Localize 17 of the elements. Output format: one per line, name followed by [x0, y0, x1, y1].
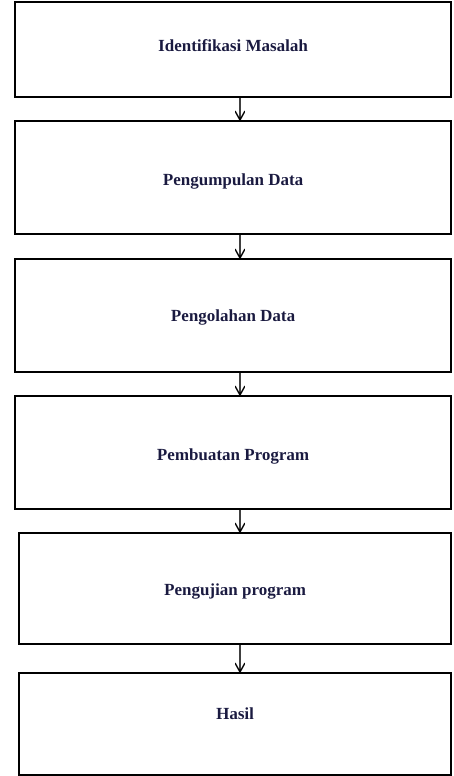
step-label: Identifikasi Masalah — [157, 36, 309, 56]
arrow — [234, 98, 246, 121]
arrow — [234, 373, 246, 396]
process-box — [14, 395, 452, 510]
process-box — [14, 120, 452, 235]
process-box — [14, 1, 452, 98]
process-box — [14, 258, 452, 373]
arrow — [234, 645, 246, 673]
process-box — [18, 532, 452, 645]
step-label: Hasil — [215, 704, 255, 724]
step-label: Pengujian program — [163, 580, 307, 600]
process-box — [18, 672, 452, 776]
arrow — [234, 235, 246, 259]
arrow — [234, 510, 246, 533]
step-label: Pengumpulan Data — [162, 170, 304, 190]
step-label: Pembuatan Program — [156, 445, 310, 465]
step-label: Pengolahan Data — [170, 306, 296, 326]
